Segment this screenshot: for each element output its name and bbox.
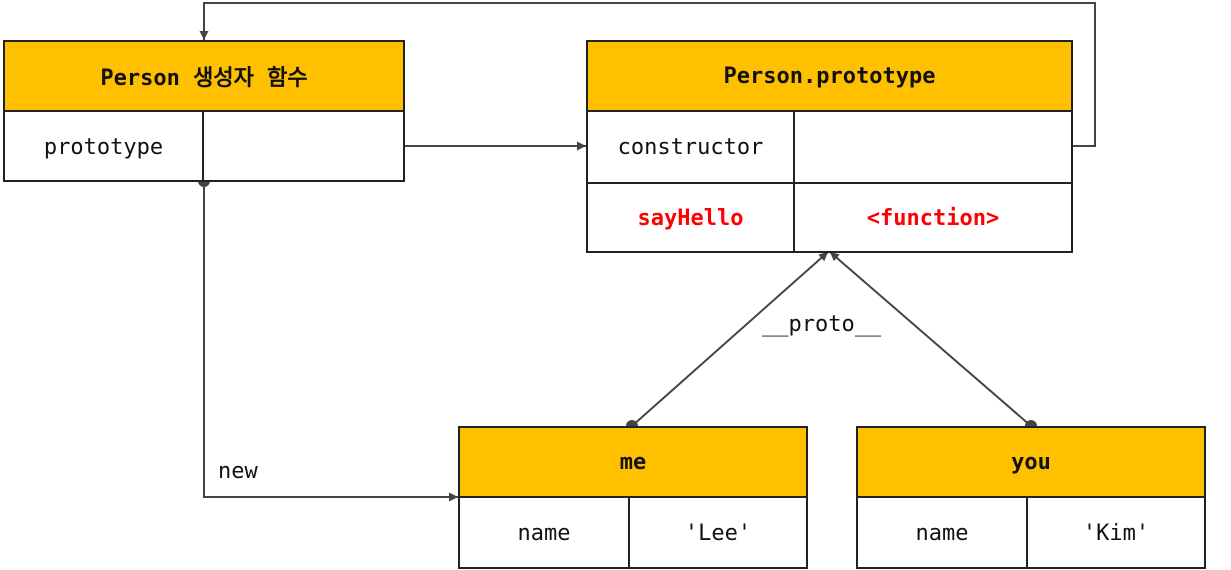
me-proto-arrow [631, 251, 829, 427]
prototype-box: Person.prototype constructor sayHello <f… [586, 40, 1073, 253]
instance-you-name-key: name [858, 498, 1028, 568]
new-link-arrow [203, 181, 458, 502]
proto-edge-label: __proto__ [762, 312, 882, 337]
instance-you-title: you [858, 428, 1204, 498]
instance-me-name-key: name [460, 498, 630, 568]
instance-me-name-value: 'Lee' [684, 520, 752, 546]
instance-you-name-row: name 'Kim' [858, 498, 1204, 568]
prototype-box-title: Person.prototype [588, 42, 1071, 112]
new-edge-label: new [218, 459, 258, 484]
prototype-sayhello-value: <function> [866, 205, 1000, 231]
instance-you-box: you name 'Kim' [856, 426, 1206, 569]
prototype-constructor-row: constructor [588, 112, 1071, 182]
prototype-constructor-key: constructor [588, 112, 795, 182]
instance-me-title: me [460, 428, 806, 498]
instance-you-name-value: 'Kim' [1082, 520, 1150, 546]
instance-me-box: me name 'Lee' [458, 426, 808, 569]
constructor-prototype-key: prototype [5, 112, 204, 182]
constructor-box: Person 생성자 함수 prototype [3, 40, 405, 182]
constructor-prototype-row: prototype [5, 112, 403, 182]
prototype-constructor-value [795, 112, 1071, 182]
you-proto-arrow [829, 251, 1032, 427]
constructor-prototype-value [204, 112, 403, 182]
prototype-sayhello-row: sayHello <function> [588, 182, 1071, 252]
prototype-sayhello-key: sayHello [588, 184, 795, 252]
constructor-box-title: Person 생성자 함수 [5, 42, 403, 112]
instance-me-name-row: name 'Lee' [460, 498, 806, 568]
